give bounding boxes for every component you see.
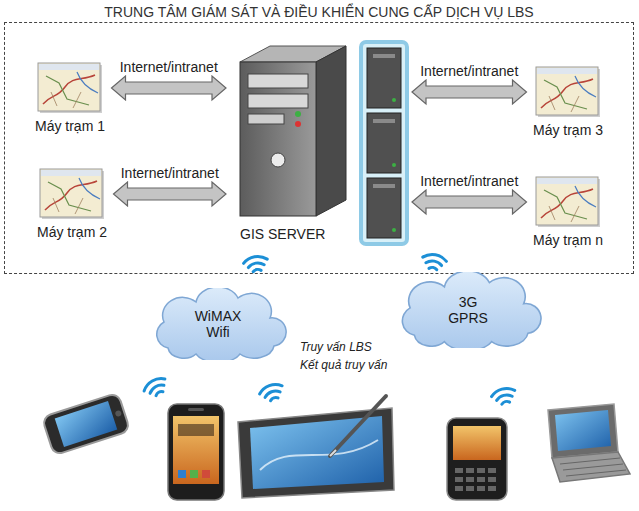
map-screen-icon [529, 66, 608, 118]
edge-label-holder: Internet/intranet [419, 172, 519, 190]
map-screen-icon [529, 176, 608, 228]
edge-label: Internet/intranet [119, 59, 219, 75]
network-label: 3G GPRS [448, 294, 488, 326]
tablet [238, 396, 394, 498]
edge-label-holder: Internet/intranet [419, 62, 519, 80]
workstation-label: Máy trạm n [529, 232, 608, 248]
workstation-label: Máy trạm 1 [31, 118, 110, 134]
double-arrow [412, 80, 527, 104]
workstation: Máy trạm n [529, 176, 608, 252]
workstation-label: Máy trạm 3 [529, 122, 608, 138]
note-holder: Truy vấn LBS [300, 337, 372, 355]
network-cloud: WiMAX Wifi [148, 288, 288, 360]
note-holder: Kết quả truy vấn [300, 355, 387, 373]
edge-label: Internet/intranet [120, 165, 220, 181]
smartphone [42, 393, 130, 456]
query-note: Truy vấn LBS [300, 340, 372, 354]
network-label: WiMAX Wifi [195, 308, 242, 340]
smartphone [447, 418, 507, 500]
map-screen-icon [33, 168, 112, 220]
edge-label-holder: Internet/intranet [119, 58, 219, 76]
workstation: Máy trạm 1 [31, 62, 110, 138]
monitoring-center-region: TRUNG TÂM GIÁM SÁT VÀ ĐIỀU KHIỂN CUNG CẤ… [4, 4, 634, 274]
workstation-label: Máy trạm 2 [33, 224, 112, 240]
workstation: Máy trạm 2 [33, 168, 112, 244]
server-illustration [228, 40, 410, 252]
region-heading: TRUNG TÂM GIÁM SÁT VÀ ĐIỀU KHIỂN CUNG CẤ… [4, 4, 634, 20]
server-label: GIS SERVER [240, 226, 410, 242]
double-arrow [112, 76, 227, 100]
smartphone [168, 404, 224, 500]
workstation: Máy trạm 3 [529, 66, 608, 142]
edge-label-holder: Internet/intranet [120, 164, 220, 182]
edge-label: Internet/intranet [419, 63, 519, 79]
edge-label: Internet/intranet [419, 173, 519, 189]
handheld-computer [548, 404, 630, 482]
query-note: Kết quả truy vấn [300, 358, 387, 372]
double-arrow [412, 190, 527, 214]
double-arrow [114, 182, 227, 206]
map-screen-icon [31, 62, 110, 114]
gis-server: GIS SERVER [228, 40, 410, 252]
network-cloud: 3G GPRS [393, 272, 543, 348]
